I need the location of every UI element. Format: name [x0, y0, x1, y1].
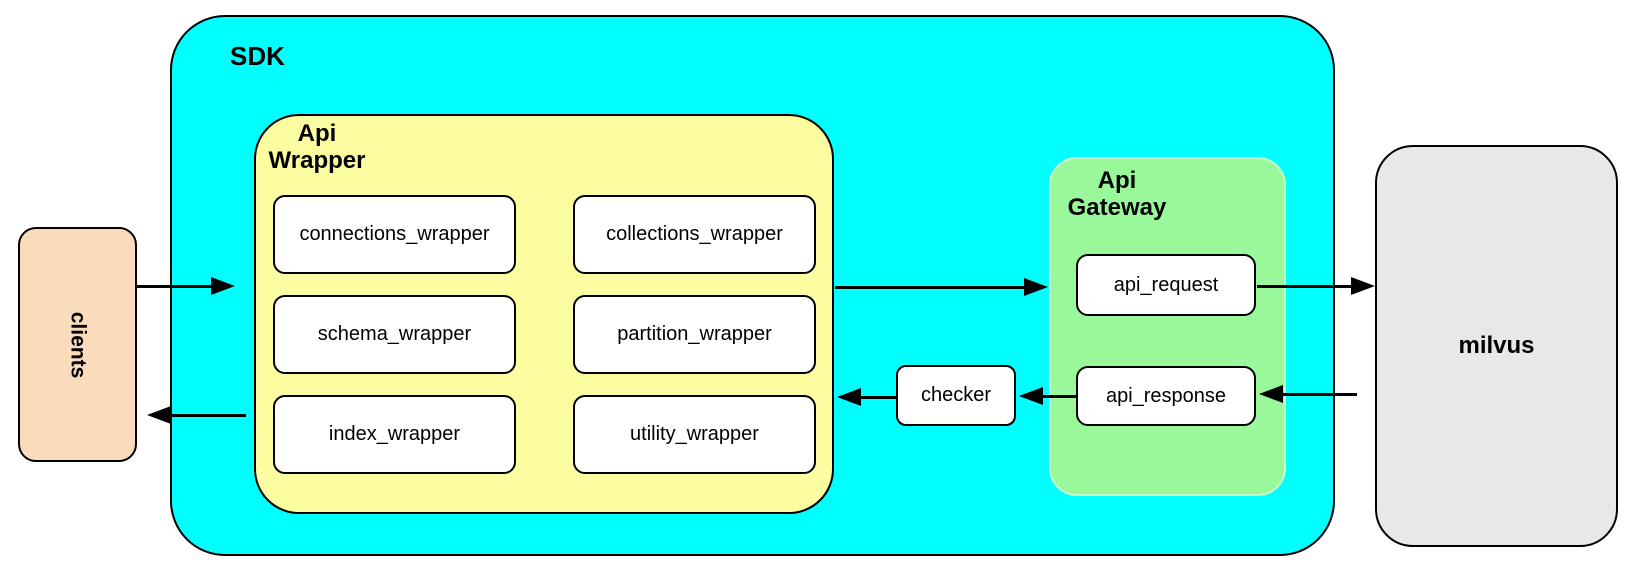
- clients-label: clients: [66, 311, 90, 378]
- sdk-container: SDK Api Wrapper connections_wrapper coll…: [170, 15, 1335, 556]
- checker-node: checker: [896, 365, 1016, 426]
- api-wrapper-label-line1: Api: [297, 120, 337, 147]
- module-utility-wrapper: utility_wrapper: [573, 395, 816, 474]
- api-wrapper-label-line2: Wrapper: [268, 147, 366, 174]
- clients-node: clients: [18, 227, 137, 462]
- module-collections-wrapper: collections_wrapper: [573, 195, 816, 274]
- module-connections-wrapper: connections_wrapper: [273, 195, 516, 274]
- api-gateway-label-line1: Api: [1097, 167, 1137, 194]
- sdk-label: SDK: [230, 41, 285, 71]
- milvus-label: milvus: [1458, 332, 1535, 359]
- milvus-node: milvus: [1375, 145, 1618, 547]
- api-wrapper-container: Api Wrapper connections_wrapper collecti…: [254, 114, 834, 514]
- api-gateway-container: Api Gateway api_request api_response: [1049, 157, 1286, 496]
- api-response-node: api_response: [1076, 366, 1256, 426]
- module-schema-wrapper: schema_wrapper: [273, 295, 516, 374]
- module-index-wrapper: index_wrapper: [273, 395, 516, 474]
- api-request-node: api_request: [1076, 254, 1256, 316]
- api-gateway-label: Api Gateway: [1065, 167, 1169, 221]
- api-gateway-label-line2: Gateway: [1067, 194, 1167, 221]
- arrowhead-right-icon: [1351, 277, 1375, 295]
- arrowhead-left-icon: [147, 406, 171, 424]
- api-wrapper-label: Api Wrapper: [260, 120, 374, 174]
- module-partition-wrapper: partition_wrapper: [573, 295, 816, 374]
